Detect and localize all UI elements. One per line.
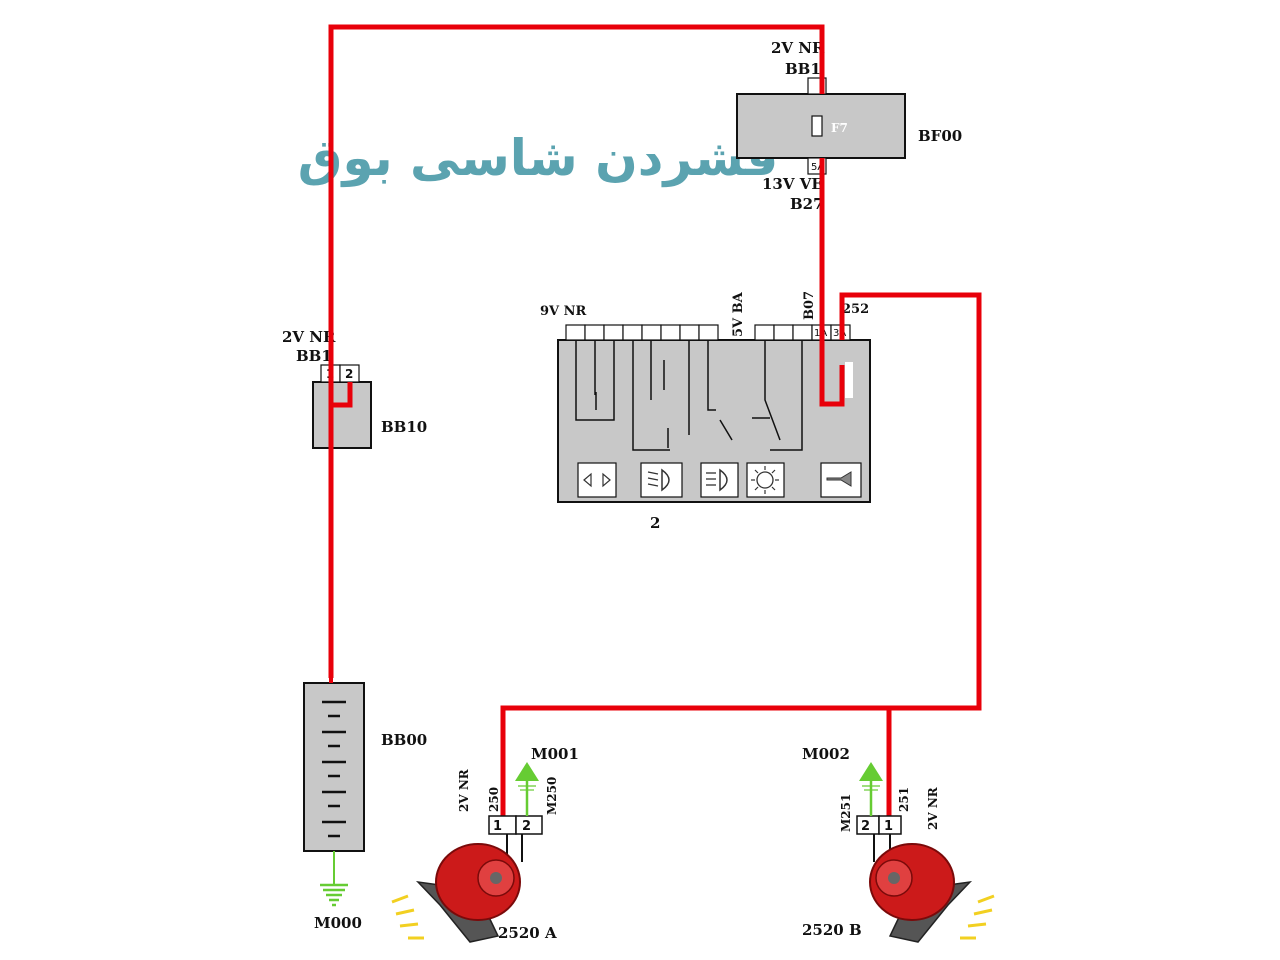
bb10-pin2: 2 xyxy=(345,367,353,381)
diagram-title: فشردن شاسی بوق xyxy=(298,129,778,188)
wire-horn-contact xyxy=(819,340,845,407)
battery-bb00: BB00 xyxy=(303,682,427,852)
horn-b-pin2: 2 xyxy=(861,819,870,834)
switch-unit-id: 2 xyxy=(650,514,660,532)
battery-id: BB00 xyxy=(381,731,427,749)
fuse-label: F7 xyxy=(831,121,848,135)
horn-b-wire: 251 xyxy=(897,787,911,812)
bb10-connector: BB1 xyxy=(296,347,332,365)
bb10-spec: 2V NR xyxy=(282,328,336,346)
horn-2520b: 2 1 M002 M251 251 2V NR 2520 B xyxy=(802,745,995,943)
battery-fuse-bb10: 1 2 BB10 2V NR BB1 xyxy=(282,328,427,449)
horn-a-ground-wire: M250 xyxy=(545,777,559,815)
wire-bb10-internal xyxy=(328,382,353,408)
ground-m000-label: M000 xyxy=(314,914,362,932)
fuse-bottom-connector: B27 xyxy=(790,195,824,213)
fuse-bottom-pin-label: 5A xyxy=(811,162,824,173)
low-beam-icon xyxy=(640,462,683,498)
power-wires xyxy=(328,24,982,818)
high-beam-icon xyxy=(700,462,739,498)
fuse-box-bf00: F7 5A BF00 2V NR BB1 13V VE B27 xyxy=(736,39,962,213)
horn-b-pin1: 1 xyxy=(884,819,893,834)
lights-icon xyxy=(746,462,785,498)
horn-icon xyxy=(820,462,862,498)
horn-contact-gap xyxy=(845,362,853,398)
horn-a-spec: 2V NR xyxy=(457,768,471,812)
fuse-box-id: BF00 xyxy=(918,127,962,145)
indicator-arrows-icon xyxy=(577,462,617,498)
switch-mid-connector: 5V BA xyxy=(731,291,746,337)
horn-a-id: 2520 A xyxy=(498,924,557,942)
switch-unit: 1A 3A xyxy=(540,291,871,532)
horn-b-ground: M002 xyxy=(802,745,850,763)
horn-a-pin1: 1 xyxy=(493,819,502,834)
horn-a-ground: M001 xyxy=(531,745,579,763)
horn-a-pin2: 2 xyxy=(522,819,531,834)
wire-battery-to-fuse xyxy=(328,24,825,678)
horn-2520a: 1 2 M001 2V NR 250 M250 2520 A xyxy=(391,745,579,943)
horn-a-wire: 250 xyxy=(487,787,501,812)
wire-252-label: 252 xyxy=(842,302,869,317)
fuse-top-spec: 2V NR xyxy=(771,39,825,57)
horn-b-spec: 2V NR xyxy=(926,786,940,830)
horn-b-ground-wire: M251 xyxy=(839,794,853,832)
fuse-top-connector: BB1 xyxy=(785,60,821,78)
fuse-bottom-spec: 13V VE xyxy=(762,175,823,193)
wire-to-horns xyxy=(500,292,982,818)
horn-b-id: 2520 B xyxy=(802,921,862,939)
fuse-element xyxy=(811,115,823,137)
switch-left-connector: 9V NR xyxy=(540,304,587,319)
switch-right-connector: B07 xyxy=(802,291,817,320)
ground-m000: M000 xyxy=(314,851,362,932)
bb10-id: BB10 xyxy=(381,418,427,436)
